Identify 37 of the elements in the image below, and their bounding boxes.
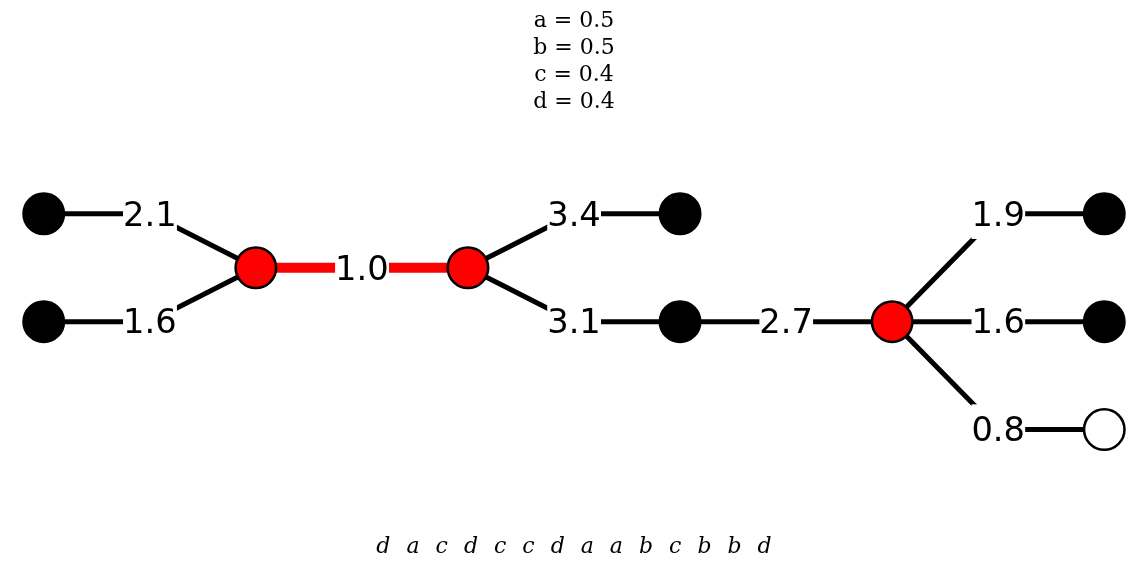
node-circle bbox=[1082, 192, 1126, 236]
segment-label: c bbox=[522, 533, 535, 559]
equation: a = 0.5 bbox=[533, 6, 615, 33]
equation: d = 0.4 bbox=[533, 87, 615, 114]
node-circle bbox=[22, 192, 66, 236]
edge-label: 1.6 bbox=[971, 301, 1026, 342]
segment-label: a bbox=[609, 533, 623, 559]
segment-label: d bbox=[550, 533, 565, 559]
edge-label: 0.8 bbox=[971, 409, 1026, 450]
segment-label: a bbox=[406, 533, 420, 559]
equation: b = 0.5 bbox=[533, 33, 615, 60]
node-circle bbox=[658, 300, 702, 343]
node-circle bbox=[1082, 300, 1126, 343]
segment-label: b bbox=[638, 533, 654, 559]
equation: c = 0.4 bbox=[534, 60, 614, 87]
edge-label: 3.1 bbox=[547, 301, 601, 342]
edge-label: 1.9 bbox=[971, 193, 1026, 234]
segment-label: d bbox=[376, 533, 391, 559]
node-circle bbox=[446, 246, 490, 290]
edge-label: 2.7 bbox=[759, 301, 813, 342]
segment-label: a bbox=[580, 533, 594, 559]
segment-label: c bbox=[435, 533, 448, 559]
segment-label: b bbox=[697, 533, 712, 559]
segment-label: d bbox=[757, 533, 772, 559]
edge-label: 1.0 bbox=[335, 247, 389, 288]
segment-label: b bbox=[727, 533, 742, 559]
segment-label: c bbox=[493, 533, 507, 559]
node-circle bbox=[1082, 407, 1126, 451]
segment-label: c bbox=[669, 533, 682, 559]
segment-label: d bbox=[463, 533, 478, 559]
node-circle bbox=[870, 300, 914, 343]
edge-label: 3.4 bbox=[547, 193, 601, 234]
edge-label: 2.1 bbox=[122, 193, 177, 234]
node-circle bbox=[22, 300, 66, 343]
node-circle bbox=[658, 192, 702, 236]
edge-label: 1.6 bbox=[122, 301, 177, 342]
node-circle bbox=[234, 246, 278, 290]
